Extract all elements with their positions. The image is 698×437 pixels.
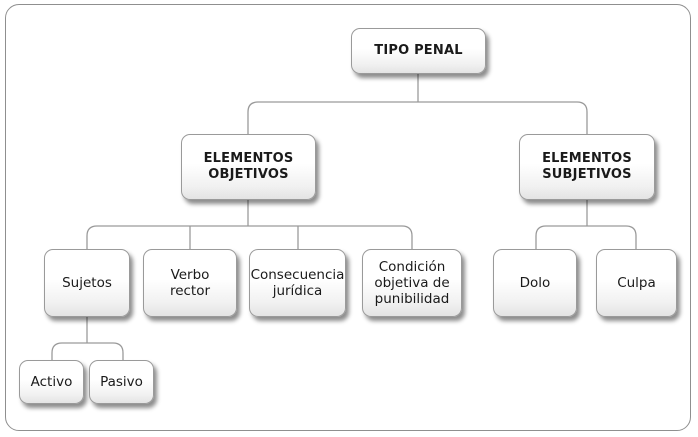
node-dolo: Dolo — [493, 249, 577, 317]
node-culpa: Culpa — [596, 249, 677, 317]
node-elementos-objetivos-label: ELEMENTOS OBJETIVOS — [203, 151, 294, 182]
node-activo: Activo — [19, 360, 84, 404]
node-tipo-penal-label: TIPO PENAL — [374, 43, 463, 58]
node-verbo-rector-label: Verbo rector — [169, 267, 211, 299]
node-condicion-objetiva-label: Condición objetiva de punibilidad — [374, 259, 450, 307]
node-sujetos-label: Sujetos — [62, 275, 112, 291]
node-elementos-objetivos: ELEMENTOS OBJETIVOS — [181, 134, 316, 200]
node-sujetos: Sujetos — [44, 249, 130, 317]
node-tipo-penal: TIPO PENAL — [351, 28, 486, 74]
connector-level1-bar — [247, 101, 588, 137]
node-pasivo: Pasivo — [89, 360, 154, 404]
node-consecuencia-juridica-label: Consecuencia jurídica — [250, 267, 345, 299]
node-elementos-subjetivos: ELEMENTOS SUBJETIVOS — [519, 134, 655, 200]
node-dolo-label: Dolo — [519, 275, 551, 291]
connector-sujetos-bar — [51, 342, 124, 360]
connector-subjetivos-bar — [535, 225, 637, 250]
diagram-frame — [5, 4, 691, 431]
node-culpa-label: Culpa — [617, 275, 656, 291]
node-consecuencia-juridica: Consecuencia jurídica — [249, 249, 346, 317]
node-elementos-subjetivos-label: ELEMENTOS SUBJETIVOS — [542, 151, 632, 182]
node-condicion-objetiva: Condición objetiva de punibilidad — [362, 249, 462, 317]
node-pasivo-label: Pasivo — [100, 374, 143, 390]
node-verbo-rector: Verbo rector — [143, 249, 237, 317]
connector-objetivos-bar — [86, 225, 413, 250]
node-activo-label: Activo — [30, 374, 73, 390]
